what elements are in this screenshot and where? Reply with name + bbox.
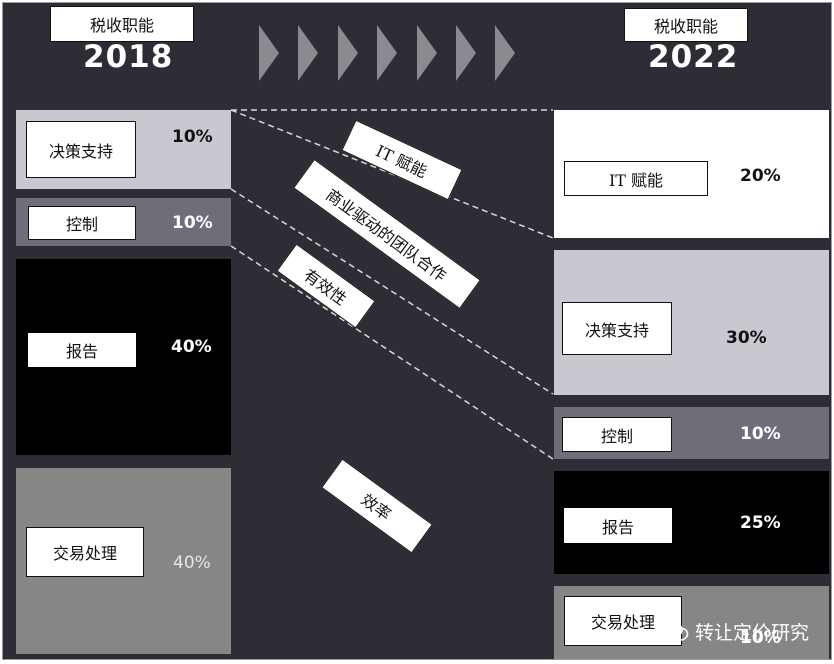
right-pct-it: 20% [740, 166, 781, 186]
right-block-it: IT 赋能 20% [554, 110, 829, 238]
right-block-transaction: 交易处理 10% [554, 586, 829, 659]
chevron-icon [259, 25, 279, 81]
chevron-icon [377, 25, 397, 81]
right-pct-transaction: 10% [740, 628, 781, 648]
left-label-control: 控制 [28, 206, 136, 240]
chevron-icon [298, 25, 318, 81]
right-block-report: 报告 25% [554, 471, 829, 574]
watermark-text: 转让定价研究 [694, 622, 809, 644]
watermark: 转让定价研究 [663, 618, 809, 645]
right-block-control: 控制 10% [554, 407, 829, 459]
chevron-icon [456, 25, 476, 81]
chevron-icon [417, 25, 437, 81]
left-year: 2018 [83, 39, 174, 75]
left-title: 税收职能 [50, 6, 194, 42]
left-block-control: 控制 10% [16, 198, 231, 246]
left-block-report: 报告 40% [16, 259, 231, 455]
right-label-it: IT 赋能 [564, 161, 708, 196]
right-label-report: 报告 [564, 508, 672, 543]
right-label-decision: 决策支持 [562, 302, 672, 355]
left-block-transaction: 交易处理 40% [16, 468, 231, 654]
left-label-transaction: 交易处理 [26, 527, 144, 577]
right-year: 2022 [648, 39, 739, 75]
left-pct-transaction: 40% [173, 553, 211, 573]
left-pct-control: 10% [172, 213, 213, 233]
chevron-icon [495, 25, 515, 81]
chevron-icon [338, 25, 358, 81]
right-label-transaction: 交易处理 [564, 596, 682, 646]
left-pct-report: 40% [171, 337, 212, 357]
right-label-control: 控制 [562, 417, 672, 452]
left-pct-decision: 10% [172, 127, 213, 147]
left-label-decision: 决策支持 [26, 121, 136, 178]
right-block-decision: 决策支持 30% [554, 250, 829, 395]
right-pct-control: 10% [740, 424, 781, 444]
left-block-decision: 决策支持 10% [16, 110, 231, 189]
right-pct-report: 25% [740, 513, 781, 533]
left-label-report: 报告 [28, 333, 136, 367]
wechat-icon [663, 621, 689, 641]
right-title: 税收职能 [624, 8, 748, 42]
right-pct-decision: 30% [726, 328, 767, 348]
